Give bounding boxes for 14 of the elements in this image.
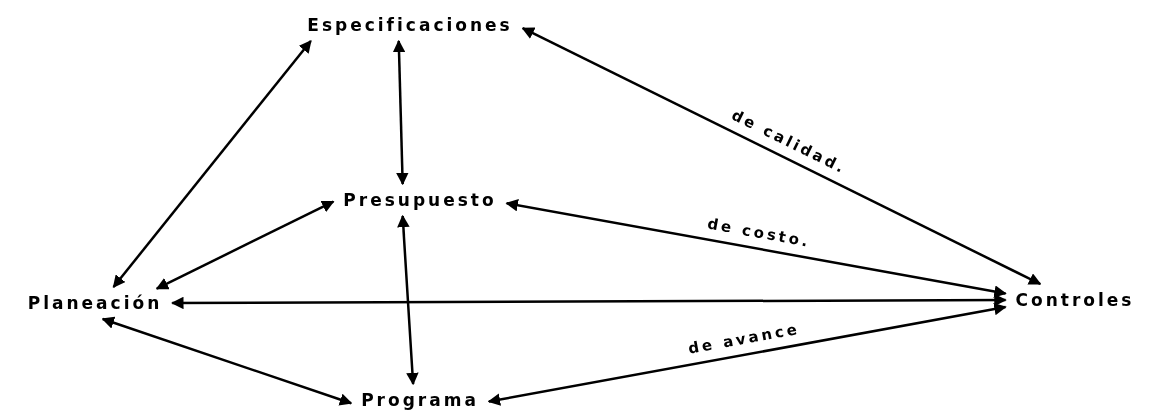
connector-arrow [397,214,419,386]
connector-arrow [171,293,1007,310]
connector-arrow [392,39,409,186]
connector-arrow [101,316,353,406]
node-label: Controles [1015,290,1135,310]
node-label: Especificaciones [307,15,513,35]
node-label: Planeación [27,293,163,313]
node-label: Programa [361,390,479,410]
connector-arrow [521,27,1042,286]
connector-arrow [487,302,1007,406]
connector-arrow [155,200,335,290]
node-label: Presupuesto [343,190,497,210]
connector-arrow [112,40,312,288]
connector-arrow [505,199,1007,298]
